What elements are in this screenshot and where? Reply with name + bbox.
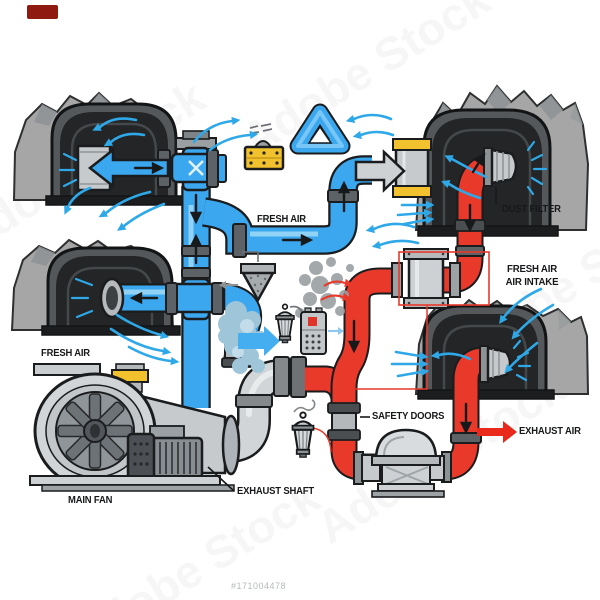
airflow-arrows [58, 113, 555, 382]
fresh-air-delivery-shaft [354, 138, 432, 198]
label-fresh-air-fan: FRESH AIR [41, 347, 90, 359]
label-fresh-air-intake-2: AIR INTAKE [505, 276, 559, 288]
exhaust-pipe-network [305, 147, 518, 498]
stock-logo-box [27, 5, 58, 19]
funnel-filter-icon [219, 251, 276, 303]
fresh-air-intake-junction [391, 248, 461, 309]
gas-detector-icon [300, 307, 344, 355]
fresh-air-outlet-mid-left [99, 277, 125, 319]
exhaust-shaft-pipe [226, 356, 307, 463]
label-exhaust-air: EXHAUST AIR [519, 425, 581, 437]
tunnel-floor [417, 389, 555, 400]
methane-arrows [320, 278, 355, 303]
exhaust-air-arrow-icon [477, 421, 517, 443]
dust-filter-cone-icon [483, 147, 518, 187]
label-safety-doors: SAFETY DOORS [372, 410, 445, 422]
fresh-air-shaft-top-left [76, 144, 170, 192]
tunnel-floor [417, 225, 559, 237]
label-fresh-air-top: FRESH AIR [257, 213, 306, 225]
fan-motor [126, 425, 217, 486]
safety-lamp-icon [291, 399, 316, 459]
fresh-air-pipe-network [76, 130, 432, 408]
leader-lines [207, 186, 497, 492]
safety-door-sleeve [327, 402, 361, 441]
label-main-fan: MAIN FAN [68, 494, 113, 506]
siren-icon [243, 123, 285, 171]
dust-filter-cone-icon [479, 345, 512, 383]
airlock-chamber-icon [353, 428, 452, 498]
duct-roll-icon [289, 103, 351, 155]
main-fan [29, 363, 241, 492]
callout-lines [311, 251, 490, 453]
pipe-cross-junction-mid [165, 267, 226, 321]
stock-image-id: #171004478 [231, 581, 287, 591]
label-fresh-air-intake-1: FRESH AIR [506, 263, 558, 275]
fresh-air-blast-arrow-icon [238, 326, 280, 356]
label-exhaust-shaft: EXHAUST SHAFT [237, 485, 314, 497]
rock-mid-right [414, 298, 590, 400]
pipe-flow-arrows [131, 151, 489, 433]
label-dust-filter: DUST FILTER [502, 203, 561, 215]
